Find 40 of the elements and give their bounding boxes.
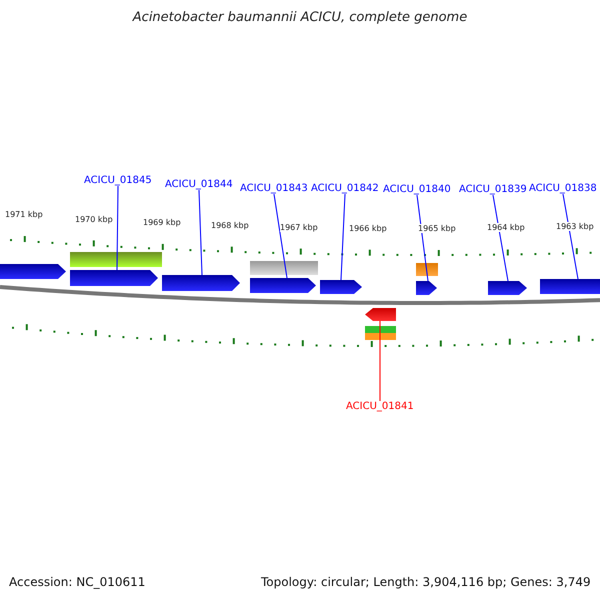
scale-label: 1967 kbp — [280, 222, 318, 232]
scale-label: 1969 kbp — [143, 218, 181, 228]
leader-line — [116, 186, 118, 270]
title: Acinetobacter baumannii ACICU, complete genome — [131, 10, 468, 25]
leader-line — [416, 194, 428, 282]
leader-line — [492, 194, 508, 282]
gene-shape — [488, 281, 527, 295]
gene-label: ACICU_01845 — [84, 175, 152, 186]
scale-label: 1971 kbp — [5, 210, 43, 220]
scale-label: 1966 kbp — [349, 224, 387, 233]
gene-label: ACICU_01844 — [165, 179, 233, 190]
scale-label: 1963 kbp — [556, 222, 594, 232]
scale-label: 1970 kbp — [75, 214, 113, 224]
accession-note: Accession: NC_010611 — [9, 575, 146, 589]
feature-bar — [365, 326, 396, 340]
gene-shape — [162, 275, 240, 291]
gene-shape — [0, 264, 66, 279]
gene-shape — [250, 278, 316, 293]
genome-summary: Topology: circular; Length: 3,904,116 bp; Genes: 3,749 — [261, 575, 591, 589]
gene-label: ACICU_01842 — [311, 183, 379, 194]
gene-shape — [416, 281, 437, 295]
gene-label: ACICU_01840 — [383, 184, 451, 195]
leader-line — [198, 190, 202, 276]
leader-line — [340, 194, 346, 280]
gene-shape — [320, 280, 362, 294]
gene-shape — [365, 308, 396, 321]
gene-label: ACICU_01839 — [459, 184, 527, 195]
leader-line — [274, 194, 288, 278]
scale-label: 1965 kbp — [418, 224, 456, 233]
leader-line — [562, 194, 578, 280]
gene-label: ACICU_01841 — [346, 401, 414, 412]
gene-shape — [540, 279, 600, 294]
gene-shape — [70, 270, 158, 286]
gene-label: ACICU_01838 — [529, 183, 597, 194]
feature-bar — [70, 252, 162, 267]
scale-label: 1964 kbp — [487, 223, 525, 232]
feature-bar — [250, 261, 318, 275]
scale-label: 1968 kbp — [211, 220, 249, 230]
gene-label: ACICU_01843 — [240, 183, 308, 194]
feature-bar — [416, 263, 438, 276]
